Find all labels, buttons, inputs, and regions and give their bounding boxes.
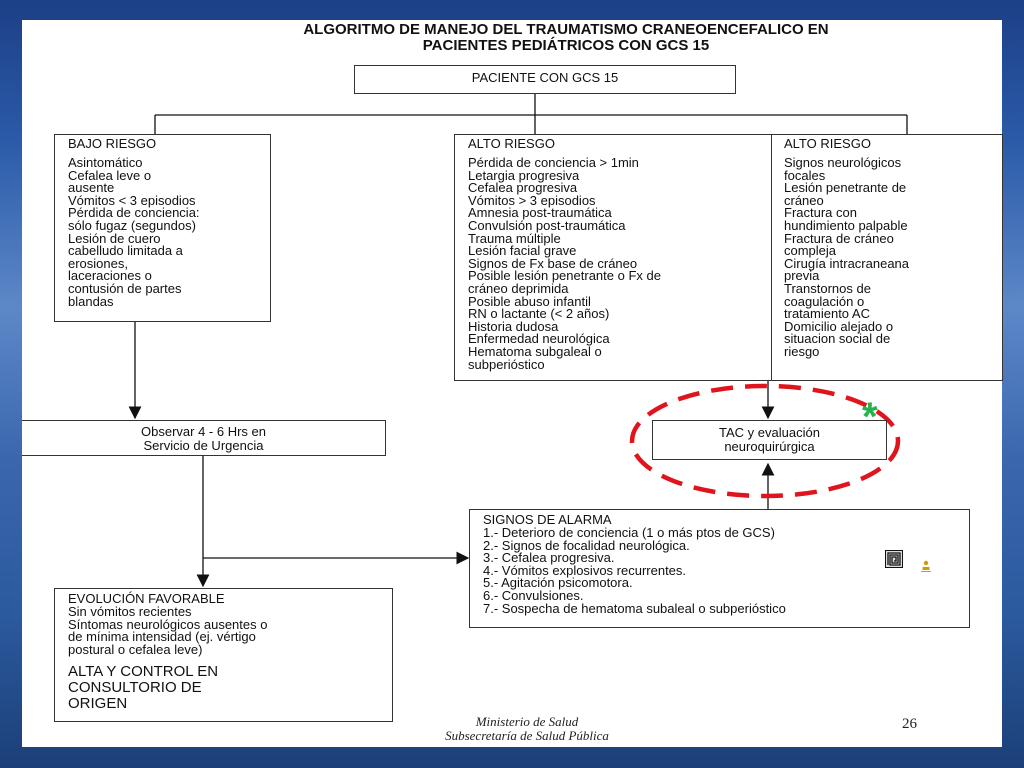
tac-line-2: neuroquirúrgica [724, 439, 815, 454]
list-item: Domicilio alejado o [784, 318, 894, 334]
low-risk-list: Asintomático Cefalea leve o ausente Vómi… [68, 155, 270, 309]
list-item: Lesión de cuero [68, 230, 161, 246]
list-item: Hematoma subgaleal o [468, 343, 602, 359]
high-risk-box-1: ALTO RIESGO Pérdida de conciencia > 1min… [454, 134, 772, 381]
list-item: sólo fugaz (segundos) [68, 217, 196, 233]
list-item: riesgo [784, 343, 820, 359]
list-item: de mínima intensidad (ej. vértigo [68, 629, 256, 645]
list-item: Posible lesión penetrante o Fx de [468, 268, 661, 284]
list-item: Trauma múltiple [468, 230, 561, 246]
page-number: 26 [902, 716, 917, 732]
list-item: Transtornos de [784, 280, 871, 296]
list-item: Síntomas neurológicos ausentes o [68, 616, 268, 632]
list-item: Lesión facial grave [468, 243, 577, 259]
observe-line-1: Observar 4 - 6 Hrs en [141, 424, 266, 439]
list-item: 1.- Deterioro de conciencia (1 o más pto… [483, 525, 775, 540]
list-item: postural o cefalea leve) [68, 641, 203, 657]
high-risk-list-2: Signos neurológicos focales Lesión penet… [784, 155, 1002, 359]
list-item: 7.- Sospecha de hematoma subaleal o subp… [483, 600, 786, 616]
list-item: erosiones, [68, 255, 128, 271]
observe-line-2: Servicio de Urgencia [143, 438, 264, 453]
highlight-ellipse [629, 383, 901, 499]
list-item: Cirugía intracraneana [784, 255, 910, 271]
list-item: subperióstico [468, 356, 545, 372]
list-item: 2.- Signos de focalidad neurológica. [483, 537, 690, 553]
list-item: Sin vómitos recientes [68, 604, 192, 619]
list-item: Signos neurológicos [784, 155, 902, 170]
list-item: 6.- Convulsiones. [483, 587, 584, 603]
list-item: Convulsión post-traumática [468, 217, 626, 233]
list-item: Fractura con [784, 205, 857, 221]
list-item: RN o lactante (< 2 años) [468, 306, 610, 322]
list-item: contusión de partes [68, 280, 182, 296]
list-item: Amnesia post-traumática [468, 205, 612, 221]
list-item: Letargia progresiva [468, 167, 580, 183]
list-item: laceraciones o [68, 268, 152, 284]
list-item: cráneo [784, 192, 824, 208]
tac-box: TAC y evaluación neuroquirúrgica [652, 420, 887, 460]
discharge-instructions: ALTA Y CONTROL EN CONSULTORIO DE ORIGEN [68, 664, 392, 712]
slide: ALGORITMO DE MANEJO DEL TRAUMATISMO CRAN… [22, 20, 1003, 747]
high-risk-header-1: ALTO RIESGO [468, 136, 555, 151]
high-risk-header-2: ALTO RIESGO [784, 136, 871, 151]
list-item: 4.- Vómitos explosivos recurrentes. [483, 562, 687, 578]
footer-line-1: Ministerio de Salud [475, 714, 579, 729]
favorable-evolution-box: EVOLUCIÓN FAVORABLE Sin vómitos reciente… [54, 588, 393, 722]
spiral-icon [885, 550, 903, 568]
list-item: blandas [68, 293, 114, 309]
list-item: 5.- Agitación psicomotora. [483, 575, 633, 591]
low-risk-box: BAJO RIESGO Asintomático Cefalea leve o … [54, 134, 271, 322]
high-risk-box-2: ALTO RIESGO Signos neurológicos focales … [771, 134, 1003, 381]
list-item: Posible abuso infantil [468, 293, 591, 309]
patient-gcs15-box: PACIENTE CON GCS 15 [354, 65, 736, 94]
discharge-line-3: ORIGEN [68, 695, 128, 713]
patient-gcs15-label: PACIENTE CON GCS 15 [471, 70, 619, 85]
favorable-header: EVOLUCIÓN FAVORABLE [68, 591, 225, 606]
list-item: Cefalea leve o [68, 167, 152, 183]
flow-connectors [128, 93, 908, 588]
list-item: ausente [68, 180, 115, 196]
page-title: ALGORITMO DE MANEJO DEL TRAUMATISMO CRAN… [166, 22, 966, 54]
footer-line-2: Subsecretaría de Salud Pública [445, 728, 609, 743]
list-item: Asintomático [68, 155, 143, 170]
list-item: situacion social de [784, 331, 891, 347]
list-item: Pérdida de conciencia > 1min [468, 155, 639, 170]
asterisk-marker: * [862, 395, 878, 439]
list-item: focales [784, 167, 826, 183]
list-item: previa [784, 268, 820, 284]
list-item: tratamiento AC [784, 306, 870, 322]
footer-ministry: Ministerio de Salud Subsecretaría de Sal… [402, 715, 652, 743]
title-line-2: PACIENTES PEDIÁTRICOS CON GCS 15 [422, 37, 710, 54]
low-risk-header: BAJO RIESGO [68, 136, 157, 151]
discharge-line-1: ALTA Y CONTROL EN [68, 663, 219, 681]
list-item: cráneo deprimida [468, 280, 569, 296]
list-item: Vómitos < 3 episodios [68, 192, 196, 208]
alarm-signs-box: SIGNOS DE ALARMA 1.- Deterioro de concie… [469, 509, 970, 628]
alarm-signs-list: 1.- Deterioro de conciencia (1 o más pto… [483, 525, 969, 616]
alarm-signs-header: SIGNOS DE ALARMA [483, 512, 612, 527]
list-item: Fractura de cráneo [784, 230, 894, 246]
list-item: Historia dudosa [468, 318, 559, 334]
list-item: Cefalea progresiva [468, 180, 578, 196]
list-item: Enfermedad neurológica [468, 331, 610, 347]
list-item: Pérdida de conciencia: [68, 205, 200, 221]
list-item: compleja [784, 243, 837, 259]
tac-line-1: TAC y evaluación [719, 425, 820, 440]
title-line-1: ALGORITMO DE MANEJO DEL TRAUMATISMO CRAN… [303, 21, 829, 38]
favorable-list: Sin vómitos recientes Síntomas neurológi… [68, 604, 392, 657]
list-item: 3.- Cefalea progresiva. [483, 550, 615, 566]
observe-box: Observar 4 - 6 Hrs en Servicio de Urgenc… [22, 420, 386, 456]
list-item: Signos de Fx base de cráneo [468, 255, 638, 271]
list-item: Vómitos > 3 episodios [468, 192, 596, 208]
discharge-line-2: CONSULTORIO DE [68, 679, 202, 697]
person-icon [921, 560, 931, 572]
list-item: cabelludo limitada a [68, 243, 183, 259]
list-item: hundimiento palpable [784, 217, 908, 233]
high-risk-list-1: Pérdida de conciencia > 1min Letargia pr… [468, 155, 771, 372]
list-item: coagulación o [784, 293, 865, 309]
list-item: Lesión penetrante de [784, 180, 907, 196]
